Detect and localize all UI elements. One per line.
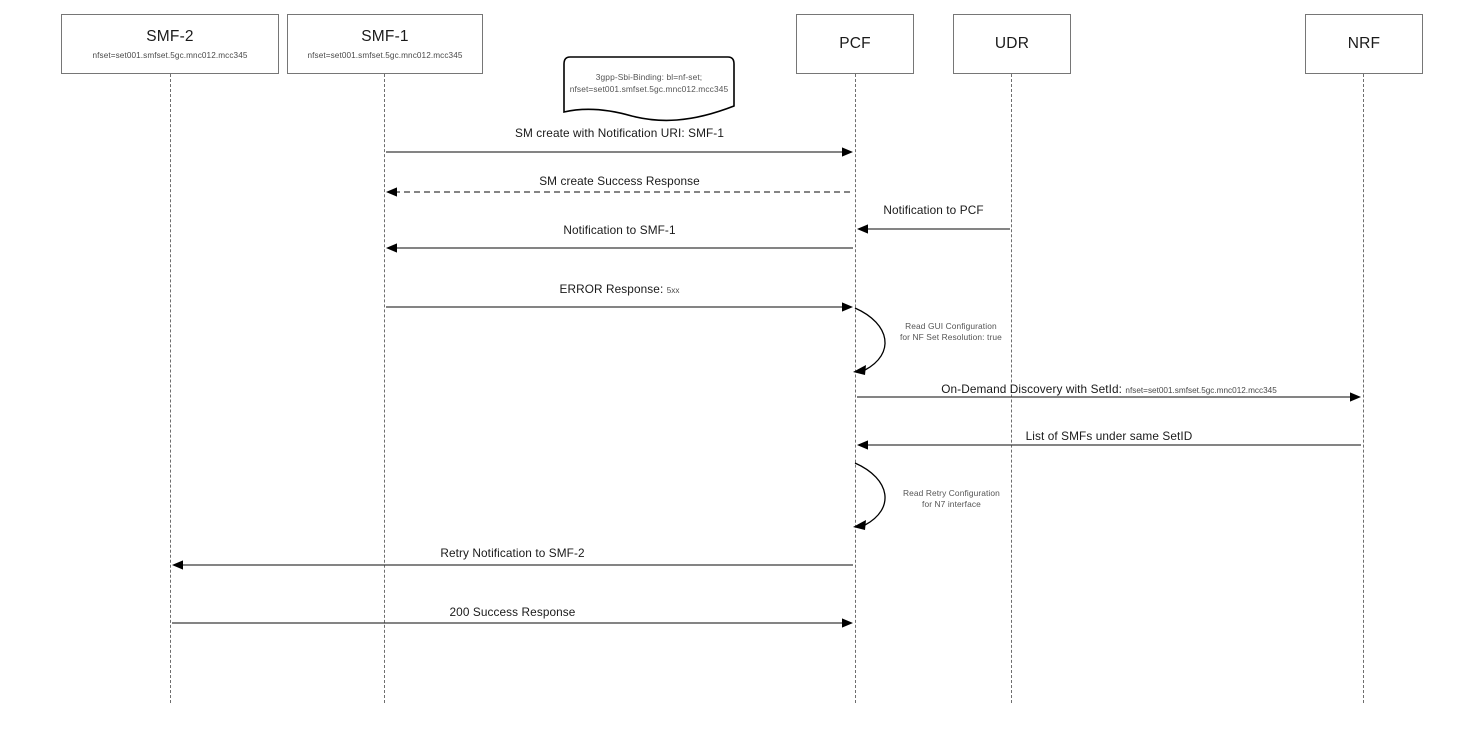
self-message-s1 [851, 300, 911, 378]
message-arrow-m3 [857, 223, 1010, 235]
note-line: 3gpp-Sbi-Binding: bl=nf-set; [595, 72, 703, 82]
message-label-m1: SM create with Notification URI: SMF-1 [515, 126, 724, 140]
message-label-detail: 5xx [666, 286, 680, 295]
participant-nrf[interactable]: NRF [1305, 14, 1423, 74]
self-message-line: for NF Set Resolution: true [900, 332, 1002, 343]
message-label-text: List of SMFs under same SetID [1025, 429, 1193, 443]
self-message-s2 [851, 455, 911, 533]
self-message-line: Read Retry Configuration [903, 488, 1000, 498]
lifeline-smf1 [384, 74, 385, 703]
message-label-m7: List of SMFs under same SetID [1026, 429, 1193, 443]
message-arrow-m9 [172, 617, 853, 629]
message-label-text: ERROR Response: [559, 282, 664, 296]
message-label-m6: On-Demand Discovery with SetId: nfset=se… [941, 382, 1277, 396]
participant-title: SMF-2 [146, 27, 194, 45]
message-arrow-m4 [386, 242, 853, 254]
message-label-text: Notification to SMF-1 [563, 223, 676, 237]
message-arrow-m1 [386, 146, 853, 158]
participant-subtitle: nfset=set001.smfset.5gc.mnc012.mcc345 [307, 51, 463, 61]
participant-smf1[interactable]: SMF-1 nfset=set001.smfset.5gc.mnc012.mcc3… [287, 14, 483, 74]
message-label-text: On-Demand Discovery with SetId: [941, 382, 1123, 396]
message-arrow-m2 [386, 186, 853, 198]
lifeline-nrf [1363, 74, 1364, 703]
message-label-text: Retry Notification to SMF-2 [440, 546, 585, 560]
message-label-text: SM create Success Response [539, 174, 700, 188]
note-text: 3gpp-Sbi-Binding: bl=nf-set; nfset=set001… [563, 70, 735, 96]
participant-title: NRF [1347, 35, 1381, 53]
message-label-text: SM create with Notification URI: SMF-1 [515, 126, 724, 140]
message-label-m2: SM create Success Response [539, 174, 700, 188]
participant-title: UDR [994, 35, 1030, 53]
participant-smf2[interactable]: SMF-2 nfset=set001.smfset.5gc.mnc012.mcc3… [61, 14, 279, 74]
message-arrow-m6 [857, 391, 1361, 403]
message-arrow-m8 [172, 559, 853, 571]
message-label-m9: 200 Success Response [450, 605, 576, 619]
participant-title: PCF [839, 35, 871, 53]
message-label-m3: Notification to PCF [883, 203, 983, 217]
self-message-line: Read GUI Configuration [905, 321, 997, 331]
message-arrow-m5 [386, 301, 853, 313]
message-label-text: 200 Success Response [449, 605, 576, 619]
participant-pcf[interactable]: PCF [796, 14, 914, 74]
binding-note: 3gpp-Sbi-Binding: bl=nf-set; nfset=set001… [563, 56, 735, 124]
participant-subtitle: nfset=set001.smfset.5gc.mnc012.mcc345 [92, 51, 248, 61]
lifeline-udr [1011, 74, 1012, 703]
participant-udr[interactable]: UDR [953, 14, 1071, 74]
message-label-m5: ERROR Response: 5xx [560, 282, 680, 296]
message-label-m8: Retry Notification to SMF-2 [440, 546, 584, 560]
message-arrow-m7 [857, 439, 1361, 451]
note-line: nfset=set001.smfset.5gc.mnc012.mcc345 [569, 84, 729, 95]
lifeline-pcf [855, 74, 856, 703]
note-shape [563, 56, 735, 122]
message-label-detail: nfset=set001.smfset.5gc.mnc012.mcc345 [1125, 386, 1277, 395]
participant-title: SMF-1 [361, 27, 409, 45]
lifeline-smf2 [170, 74, 171, 703]
self-message-line: for N7 interface [922, 499, 981, 510]
message-label-text: Notification to PCF [883, 203, 984, 217]
message-label-m4: Notification to SMF-1 [563, 223, 675, 237]
